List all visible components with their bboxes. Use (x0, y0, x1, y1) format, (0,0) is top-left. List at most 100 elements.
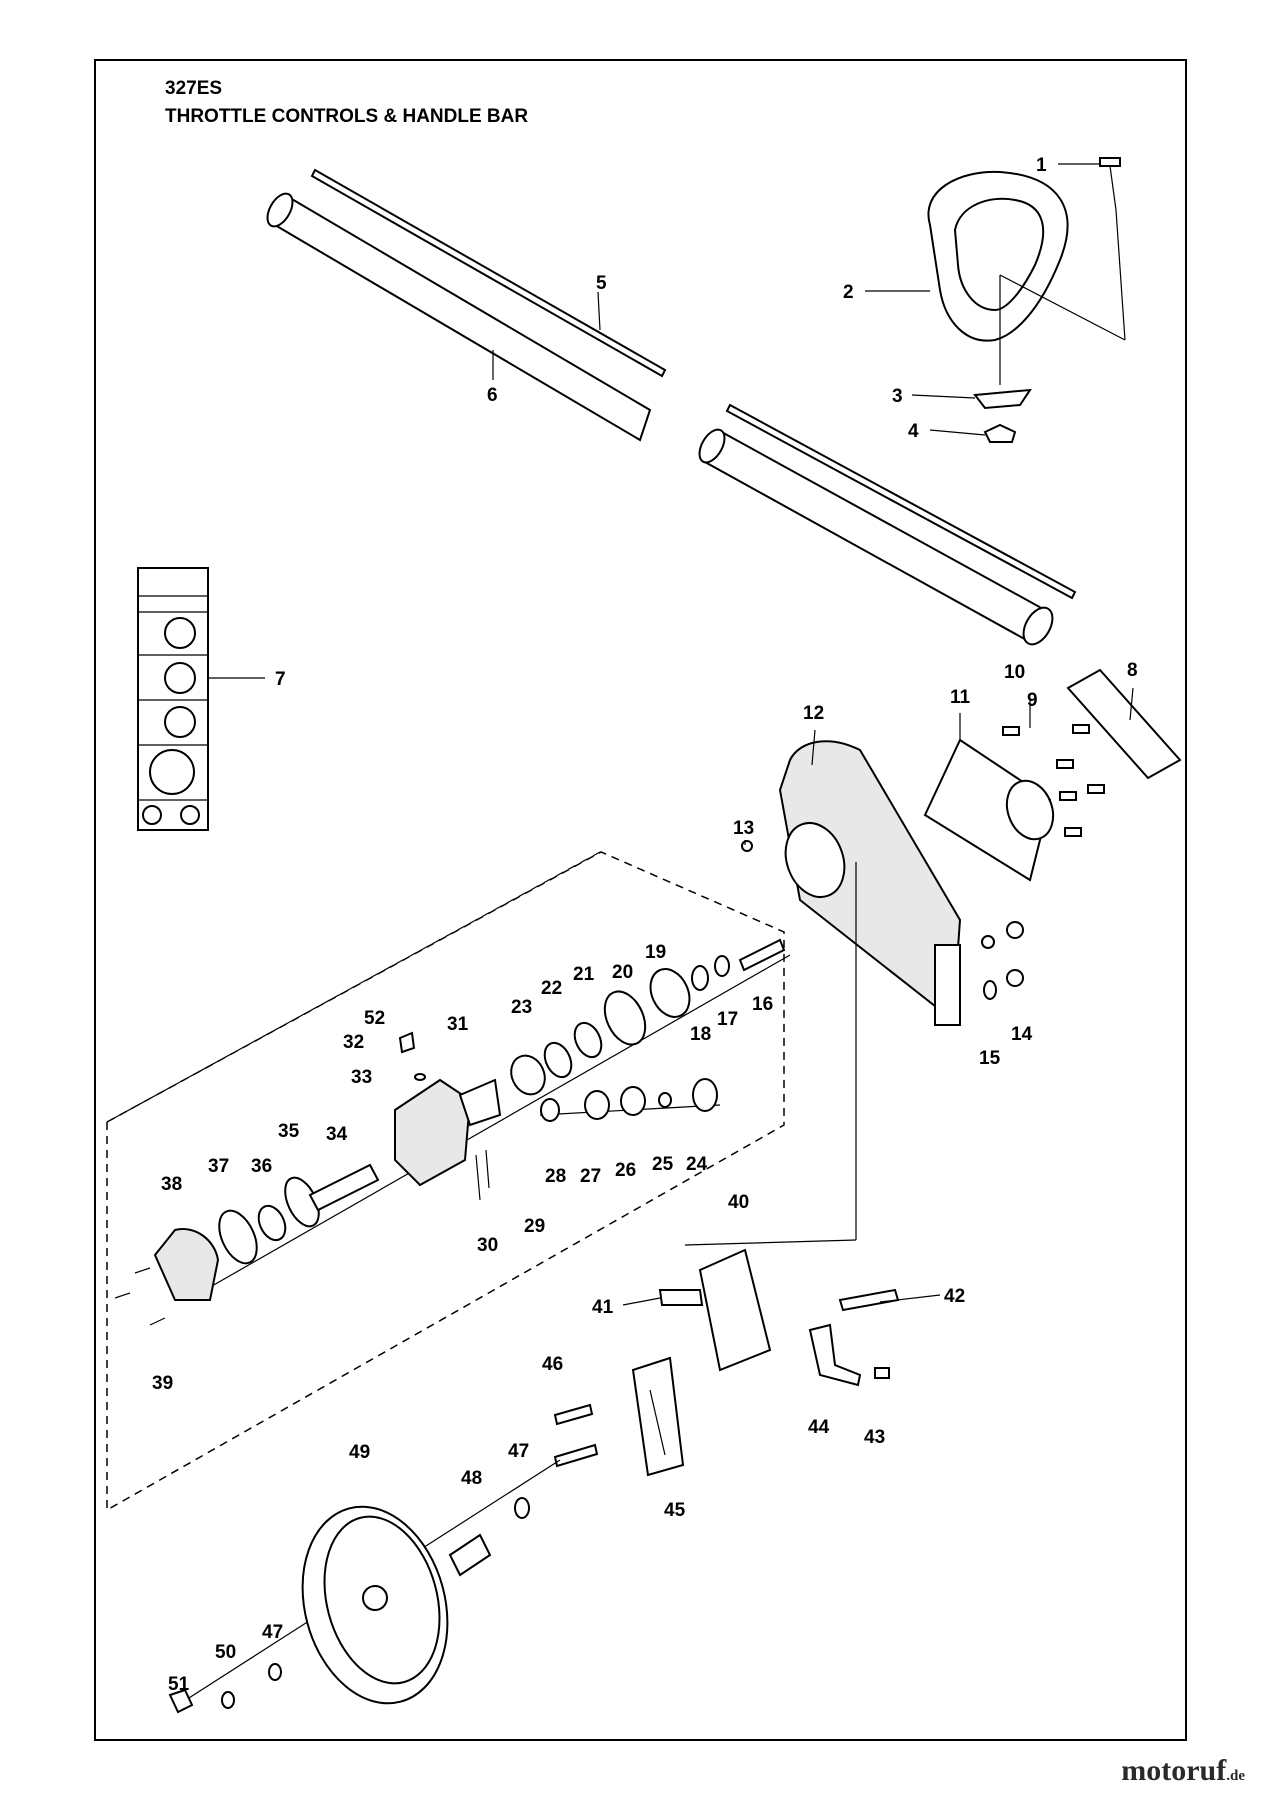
callout-24: 24 (686, 1154, 708, 1175)
callout-7: 7 (275, 669, 286, 690)
spacer-48 (448, 1533, 492, 1577)
callout-14: 14 (1011, 1024, 1033, 1045)
warning-decal (137, 567, 209, 831)
seal-33 (414, 1073, 426, 1081)
washer-15b (983, 980, 997, 1000)
callout-49: 49 (349, 1442, 370, 1463)
washer-47 (514, 1497, 530, 1519)
diagram-title: THROTTLE CONTROLS & HANDLE BAR (165, 106, 529, 127)
nut-13 (741, 840, 753, 852)
callout-34: 34 (326, 1124, 348, 1145)
watermark-brand: motoruf (1121, 1754, 1227, 1787)
grease-plug (398, 1031, 416, 1054)
loop-handle (927, 170, 1069, 342)
washer-50 (221, 1691, 235, 1709)
screw-39a (134, 1267, 151, 1274)
watermark-tld: .de (1226, 1768, 1245, 1784)
model-label: 327ES (165, 78, 223, 99)
gear-assembly-outline (106, 851, 785, 1512)
callout-31: 31 (447, 1014, 469, 1035)
watermark-logo: motoruf.de (1121, 1754, 1245, 1788)
screw-39c (149, 1317, 166, 1326)
callout-52: 52 (364, 1008, 385, 1029)
callout-48: 48 (461, 1468, 482, 1489)
callout-23: 23 (511, 997, 532, 1018)
callout-33: 33 (351, 1067, 372, 1088)
blade-guard (778, 740, 962, 1026)
callout-46: 46 (542, 1354, 563, 1375)
bearing-26 (620, 1086, 646, 1116)
nut-43 (874, 1367, 890, 1379)
callout-17: 17 (717, 1009, 738, 1030)
callout-41: 41 (592, 1297, 614, 1318)
nut-14a (1006, 921, 1024, 939)
callout-19: 19 (645, 942, 666, 963)
washer-18 (691, 965, 709, 991)
callout-32: 32 (343, 1032, 364, 1053)
callout-6: 6 (487, 385, 498, 406)
callout-44: 44 (808, 1417, 830, 1438)
callout-1: 1 (1036, 155, 1047, 176)
output-shaft (308, 1163, 380, 1212)
diagram-frame (94, 59, 1187, 1741)
pinion-28 (540, 1098, 560, 1122)
callout-39: 39 (152, 1373, 173, 1394)
callout-11: 11 (950, 687, 971, 708)
callout-labels: 1 2 3 4 5 6 7 8 9 10 11 12 13 14 15 16 1… (152, 155, 1138, 1695)
callout-30: 30 (477, 1235, 498, 1256)
guard-bracket (923, 738, 1055, 882)
callout-50: 50 (215, 1642, 236, 1663)
callout-13: 13 (733, 818, 754, 839)
callout-10: 10 (1004, 662, 1025, 683)
callout-20: 20 (612, 962, 633, 983)
circlip-24 (692, 1078, 718, 1112)
callout-18: 18 (690, 1024, 711, 1045)
flange-19 (649, 968, 691, 1018)
callout-9: 9 (1027, 690, 1038, 711)
circlip-22 (543, 1041, 573, 1079)
callout-45: 45 (664, 1500, 686, 1521)
callout-38: 38 (161, 1174, 182, 1195)
screw-39b (114, 1292, 131, 1299)
leader-lines (208, 163, 1134, 1306)
callout-51: 51 (168, 1674, 190, 1695)
callout-22: 22 (541, 978, 562, 999)
screw-30 (475, 1154, 481, 1201)
bearing-23 (510, 1054, 546, 1096)
callout-47: 47 (508, 1441, 529, 1462)
callout-2: 2 (843, 282, 854, 303)
handle-bracket (973, 388, 1032, 410)
bearing-27 (584, 1090, 610, 1120)
callout-21: 21 (573, 964, 595, 985)
bolt-46 (553, 1403, 594, 1426)
bolt-42 (838, 1288, 900, 1312)
callout-5: 5 (596, 273, 607, 294)
callout-42: 42 (944, 1286, 965, 1307)
washer-47b (268, 1663, 282, 1681)
screw-29 (485, 1149, 490, 1189)
washer-25 (658, 1092, 672, 1108)
gear-housing (394, 1078, 502, 1187)
callout-12: 12 (803, 703, 824, 724)
callout-15: 15 (979, 1048, 1001, 1069)
title-block: 327ES THROTTLE CONTROLS & HANDLE BAR (165, 75, 528, 131)
bracket-44 (808, 1323, 862, 1387)
bevel-gear-20 (603, 990, 647, 1046)
wheel (301, 1505, 449, 1705)
washer-15a (981, 935, 995, 949)
edger-blade (1066, 668, 1182, 780)
bearing-36 (257, 1204, 287, 1242)
drive-shaft-upper (310, 168, 667, 378)
callout-40: 40 (728, 1192, 749, 1213)
callout-16: 16 (752, 994, 773, 1015)
wing-nut-51 (168, 1688, 194, 1714)
nut-14b (1006, 969, 1024, 987)
drive-shaft-lower (725, 403, 1077, 600)
callout-3: 3 (892, 386, 903, 407)
o-ring (218, 1209, 258, 1265)
callout-43: 43 (864, 1427, 885, 1448)
callout-28: 28 (545, 1166, 566, 1187)
callout-36: 36 (251, 1156, 272, 1177)
depth-guide (698, 1248, 772, 1372)
